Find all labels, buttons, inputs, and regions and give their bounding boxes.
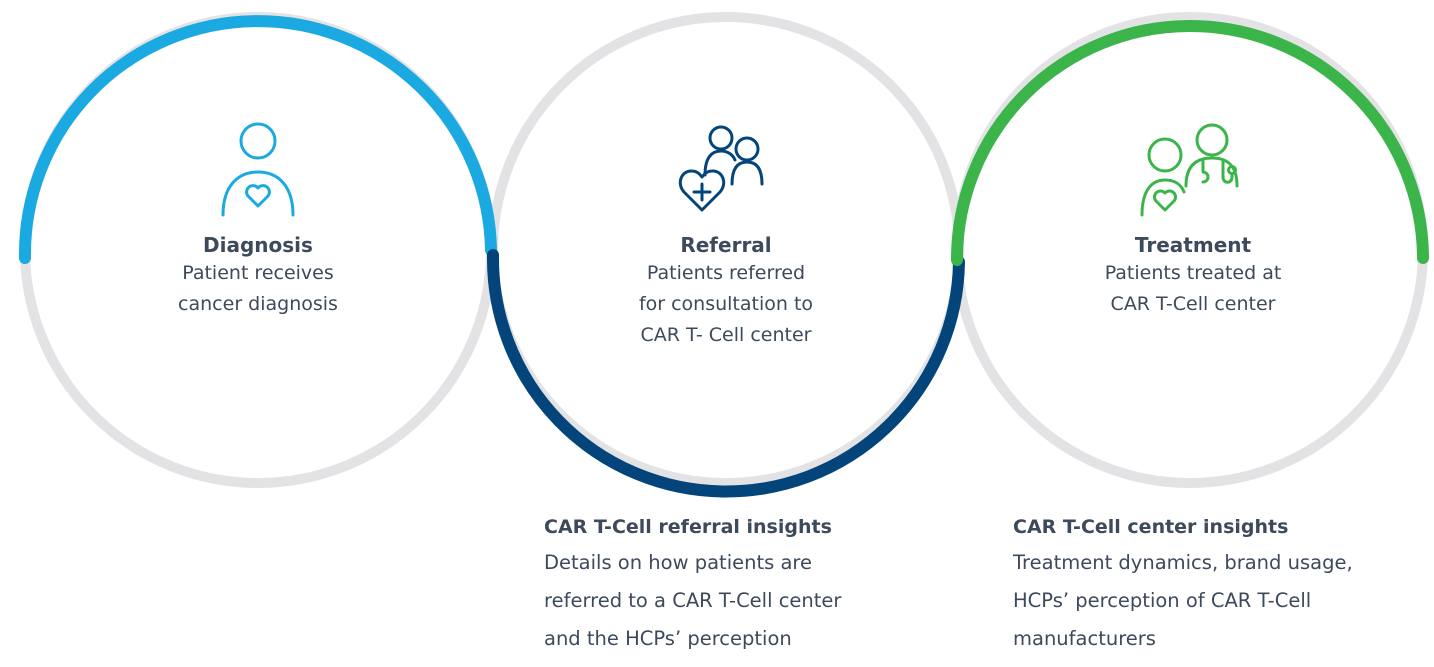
- insight-desc-line: HCPs’ perception of CAR T-Cell: [1013, 589, 1312, 612]
- treatment-ring-arc: [950, 20, 1429, 266]
- stage-desc-line: cancer diagnosis: [178, 293, 338, 315]
- insight-desc-line: and the HCPs’ perception: [544, 627, 792, 650]
- diagnosis-ring-arc: [18, 15, 497, 264]
- stage-desc-line: Patients treated at: [1104, 262, 1282, 284]
- insight-desc-line: referred to a CAR T-Cell center: [544, 589, 842, 612]
- referral-people-icon: [678, 125, 764, 212]
- insight-desc-line: Treatment dynamics, brand usage,: [1013, 551, 1353, 574]
- referral-ring-arc: [486, 249, 965, 498]
- center-insights: CAR T-Cell center insights Treatment dyn…: [1013, 510, 1434, 658]
- stage-title: Referral: [680, 233, 772, 257]
- insight-title: CAR T-Cell referral insights: [544, 516, 832, 538]
- stage-title: Diagnosis: [203, 233, 313, 257]
- doctor-patient-icon: [1140, 123, 1239, 217]
- stage-desc-line: Patients referred: [646, 262, 806, 284]
- stage-desc-line: for consultation to: [638, 293, 814, 315]
- stage-desc-line: CAR T- Cell center: [640, 324, 812, 346]
- stage-desc-line: Patient receives: [182, 262, 334, 284]
- stage-desc-line: CAR T-Cell center: [1110, 293, 1276, 315]
- stage-title: Treatment: [1134, 233, 1252, 257]
- stage-treatment: Treatment Patients treated at CAR T-Cell…: [1043, 232, 1343, 320]
- patient-heart-icon: [221, 122, 295, 217]
- referral-insights: CAR T-Cell referral insights Details on …: [544, 510, 974, 658]
- stage-referral: Referral Patients referred for consultat…: [576, 232, 876, 351]
- insight-desc-line: Details on how patients are: [544, 551, 813, 574]
- insight-desc-line: manufacturers: [1013, 627, 1156, 650]
- stage-diagnosis: Diagnosis Patient receives cancer diagno…: [108, 232, 408, 320]
- insight-title: CAR T-Cell center insights: [1013, 516, 1289, 538]
